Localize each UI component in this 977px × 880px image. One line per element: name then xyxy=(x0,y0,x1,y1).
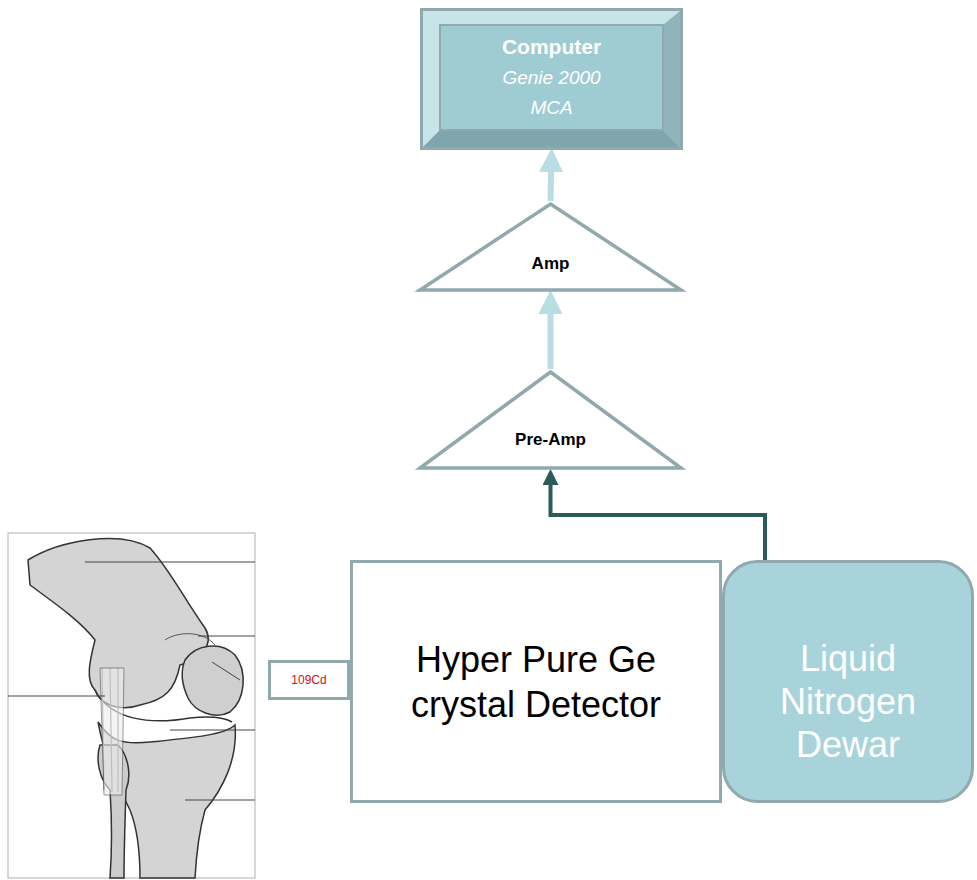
amplifier-triangle: Amp xyxy=(418,202,683,292)
node-text: Liquid Nitrogen Dewar xyxy=(743,637,953,767)
amplifier-triangle-outline xyxy=(418,202,683,292)
dewar-box: Liquid Nitrogen Dewar xyxy=(722,560,974,803)
signal-arrow xyxy=(548,296,554,369)
node-text: 109Cd xyxy=(291,673,326,688)
source-box: 109Cd xyxy=(268,660,350,700)
node-text: Hyper Pure Ge crystal Detector xyxy=(371,637,701,727)
node-text: Amp xyxy=(532,253,570,274)
detector-box: Hyper Pure Ge crystal Detector xyxy=(350,560,722,803)
preamp-triangle: Pre-Amp xyxy=(418,370,683,470)
leader-lines xyxy=(8,562,255,800)
computer-box: ComputerGenie 2000 MCA xyxy=(420,8,683,150)
cartilage-line xyxy=(165,634,215,645)
node-text: Computer xyxy=(502,34,601,60)
detector-box-outline xyxy=(350,560,722,803)
node-text: Pre-Amp xyxy=(515,429,586,450)
ligament-outline xyxy=(100,668,124,795)
preamp-triangle-outline xyxy=(418,370,683,470)
patella xyxy=(182,646,243,715)
illustration-frame xyxy=(8,533,255,878)
node-text: Genie 2000 MCA xyxy=(494,63,609,124)
signal-arrow xyxy=(551,154,552,201)
